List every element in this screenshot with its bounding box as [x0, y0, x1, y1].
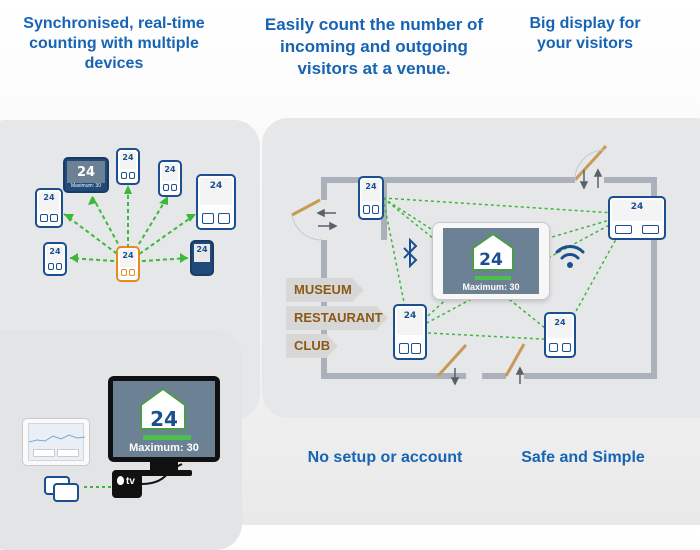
tablet-progress	[475, 276, 511, 280]
monitor-stand	[150, 462, 178, 470]
monitor: 24 Maximum: 30	[108, 376, 220, 462]
door-top	[573, 144, 608, 182]
floor-plan	[291, 144, 657, 386]
tablet-count: 24	[479, 250, 503, 270]
apple-icon	[117, 476, 124, 485]
tablet-maximum: Maximum: 30	[462, 282, 520, 292]
small-tablet	[22, 418, 90, 466]
venue-tablet-right: 24	[608, 196, 666, 240]
monitor-screen: 24 Maximum: 30	[113, 381, 215, 457]
door-bottom-left	[436, 343, 468, 378]
door-left	[291, 198, 321, 217]
phone-dark-right: 24	[190, 240, 214, 276]
phone-top: 24	[116, 148, 140, 185]
max-label: Maximum: 30	[70, 183, 101, 189]
phone-top-right: 24	[158, 160, 182, 197]
house-icon	[472, 232, 514, 271]
no-setup-caption: No setup or account	[307, 449, 463, 466]
sign-museum: MUSEUM	[286, 278, 364, 302]
tablet-right: 24	[196, 174, 236, 230]
monitor-progress	[143, 435, 191, 440]
monitor-maximum: Maximum: 30	[129, 442, 199, 454]
tablet-dark: 24 Maximum: 30	[63, 157, 109, 193]
venue-phone-top-left: 24	[358, 176, 384, 220]
monitor-count: 24	[150, 407, 178, 431]
phone-mid-left: 24	[43, 242, 67, 276]
airplay-icon	[44, 476, 79, 502]
bluetooth-icon	[403, 237, 418, 269]
chart-sparkline	[28, 434, 86, 443]
apple-tv-label: tv	[126, 476, 135, 487]
house-icon	[140, 387, 186, 430]
venue-phone-bottom-right: 24	[544, 312, 576, 358]
safe-simple-caption: Safe and Simple	[521, 449, 645, 466]
count-caption: Easily count the number of incoming and …	[264, 15, 484, 78]
phone-center-master: 24	[116, 246, 140, 282]
venue-phone-bottom-left: 24	[393, 304, 427, 360]
sync-caption: Synchronised, real-time counting with mu…	[23, 15, 205, 72]
sign-club: CLUB	[286, 334, 338, 358]
display-caption: Big display for your visitors	[529, 15, 641, 52]
monitor-base	[136, 470, 192, 476]
venue-tablet: 24 Maximum: 30	[432, 222, 550, 300]
door-bottom-right	[504, 343, 526, 377]
tablet-screen: 24 Maximum: 30	[443, 228, 539, 294]
wifi-icon	[555, 245, 585, 260]
sign-restaurant: RESTAURANT	[286, 306, 388, 330]
phone-left: 24	[35, 188, 63, 228]
sync-links	[63, 185, 197, 263]
